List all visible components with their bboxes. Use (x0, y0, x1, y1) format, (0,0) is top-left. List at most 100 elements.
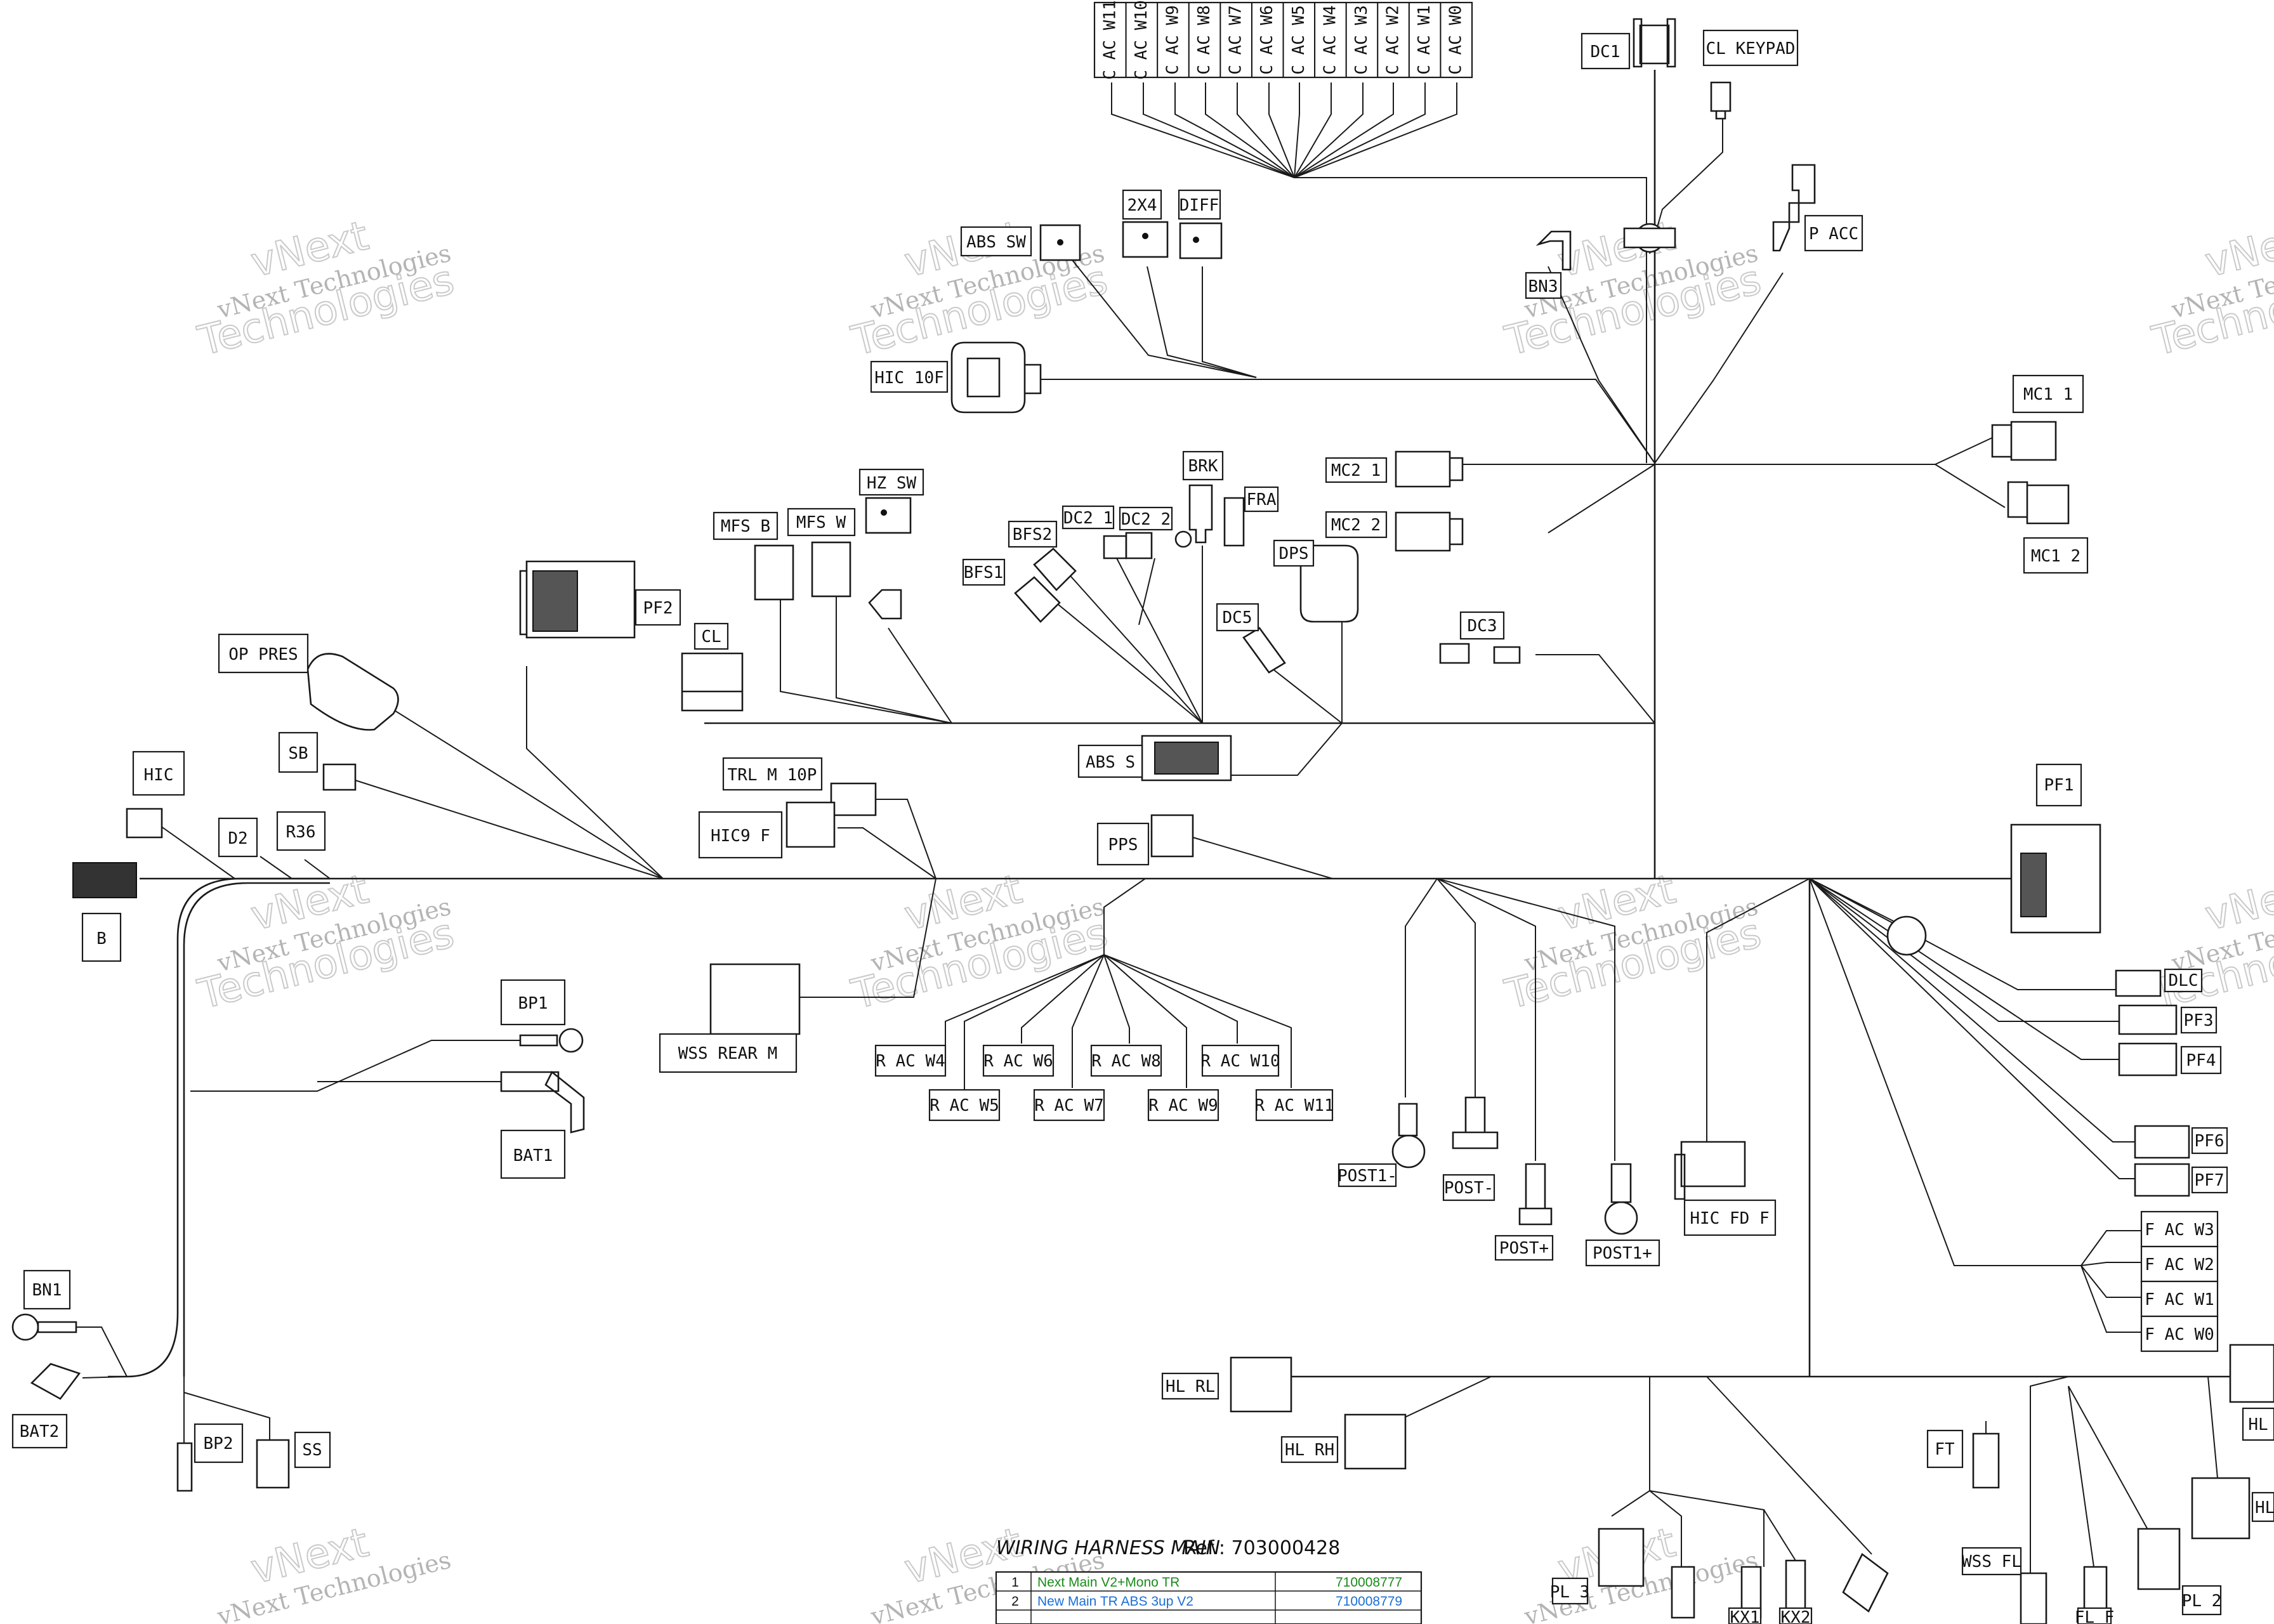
hic9-f-connector-icon (785, 801, 836, 848)
r-ac-w4-wire (945, 954, 1105, 1047)
table-row-description: Next Main V2+Mono TR (1037, 1575, 1180, 1590)
label-post-neg: POST- (1444, 1179, 1494, 1198)
label-c-ac-wire: C AC W8 (1195, 5, 1214, 75)
hic-10f-wire (1041, 379, 1655, 464)
label-bn1: BN1 (32, 1281, 62, 1300)
label-hic-fd-f: HIC FD F (1690, 1209, 1769, 1228)
pps-connector-icon (1150, 814, 1194, 858)
mc1-1-connector-icon (1991, 421, 2057, 461)
mfs-b-connector-icon (754, 544, 794, 601)
label-hl-rl: HL RL (1166, 1377, 1215, 1396)
label-bfs2: BFS2 (1013, 525, 1053, 544)
cacw2-wire (1294, 82, 1394, 178)
dc1-connector-icon (1633, 18, 1676, 68)
label-hic: HIC (144, 766, 174, 785)
label-c-ac-wire: C AC W5 (1289, 5, 1308, 75)
label-fra: FRA (1247, 490, 1277, 509)
post1-pos-wire (1436, 878, 1615, 1161)
label-abs-sw: ABS SW (966, 233, 1026, 252)
label-wss-rear-m: WSS REAR M (678, 1044, 778, 1063)
mc1-2-connector-icon (2007, 481, 2070, 525)
label-c-ac-wire: C AC W0 (1447, 5, 1466, 75)
dc2-1-wire (1116, 558, 1203, 724)
label-ft: FT (1935, 1440, 1955, 1459)
brk-screw-icon (1174, 530, 1192, 548)
cacw1-wire (1294, 82, 1426, 178)
label-c-ac-wire: C AC W7 (1226, 5, 1245, 75)
label-wss-fl: WSS FL (1962, 1552, 2021, 1571)
cacw3-wire (1294, 82, 1364, 178)
pl3-connector-icon (1598, 1528, 1645, 1587)
label-hl-rh: HL RH (1285, 1441, 1334, 1460)
post1-pos-ring-icon (1604, 1201, 1638, 1235)
bn3-connector-icon (1535, 230, 1572, 271)
bfs1-wire (1040, 589, 1203, 724)
r-ac-box (1090, 1044, 1162, 1077)
cl-keypad-connector-icon (1710, 81, 1732, 120)
label-pf3: PF3 (2184, 1011, 2214, 1030)
label-op-pres: OP PRES (228, 645, 298, 664)
post-neg-wire (1436, 878, 1476, 1097)
watermark: Technologies vNext Technologies vNext (193, 865, 459, 1019)
mc1-2-wire (1935, 464, 2006, 508)
label-cl-keypad: CL KEYPAD (1706, 39, 1796, 58)
post1-neg-crimp-icon (1398, 1103, 1418, 1137)
r-ac-trunk-wire (1103, 878, 1146, 955)
label-mc2-1: MC2 1 (1331, 461, 1381, 480)
cacw5-wire (1294, 82, 1300, 178)
bat1-terminal-icon (500, 1070, 585, 1134)
pf6-connector-icon (2134, 1125, 2190, 1159)
op-pres-wire (374, 697, 664, 879)
sb-wire (355, 780, 664, 879)
mfs-b-wire (780, 584, 952, 724)
label-r-ac-wire: R AC W11 (1254, 1096, 1334, 1115)
bp1-ring-terminal-icon (558, 1028, 584, 1053)
mc2-2-wire (1548, 464, 1655, 534)
label-r-ac-wire: R AC W7 (1034, 1096, 1104, 1115)
label-dc3: DC3 (1468, 617, 1497, 636)
ft-connector-icon (1972, 1432, 2000, 1489)
wss-rear-wire (799, 878, 937, 998)
bp2-terminal-icon (176, 1442, 193, 1492)
bfs1-connector-icon (1014, 576, 1061, 623)
label-fl-f: FL F (2075, 1608, 2115, 1624)
b-connector-icon (72, 862, 137, 898)
2x4-wire (1147, 266, 1257, 378)
r36-wire (304, 859, 331, 879)
table-row-part: 710008777 (1336, 1575, 1402, 1590)
bfs2-wire (1065, 570, 1203, 724)
c-ac-trunk-wire (1294, 177, 1647, 463)
pl2-wire (2068, 1385, 2152, 1536)
diff-pin-icon (1193, 237, 1199, 243)
r-ac-w10-wire (1103, 954, 1238, 1044)
cacw0-wire (1294, 82, 1457, 178)
label-c-ac-wire: C AC W3 (1352, 5, 1371, 75)
sb-connector-icon (322, 763, 357, 791)
label-hic-10f: HIC 10F (874, 369, 944, 388)
r-ac-box (982, 1044, 1055, 1077)
label-dc5: DC5 (1223, 608, 1252, 627)
bn1-ring-terminal-icon (11, 1313, 39, 1341)
pps-wire (1192, 837, 1333, 879)
label-post1-pos: POST1+ (1593, 1244, 1652, 1263)
watermarks: Technologies vNext Technologies vNext Te… (193, 212, 2274, 1624)
mfs-w-wire (836, 590, 952, 724)
dps-wire (1231, 622, 1343, 776)
left-curve-wire-2 (183, 882, 330, 1377)
kx2-connector-icon (1785, 1559, 1806, 1613)
table-row-description: New Main TR ABS 3up V2 (1037, 1594, 1193, 1609)
label-bp2: BP2 (204, 1434, 233, 1453)
bfs2-connector-icon (1033, 547, 1077, 591)
hic9-wire (838, 827, 937, 879)
trl-wire (876, 799, 937, 879)
pf2-wire (526, 666, 664, 879)
post-neg-terminal-icon (1452, 1096, 1499, 1149)
hic-wire (158, 824, 235, 879)
r-ac-box (874, 1044, 947, 1077)
pf2-pins-icon (532, 570, 578, 632)
label-mc2-2: MC2 2 (1331, 516, 1381, 535)
d2-wire (260, 856, 292, 879)
pf3-connector-icon (2118, 1004, 2178, 1035)
label-diff: DIFF (1180, 196, 1219, 215)
